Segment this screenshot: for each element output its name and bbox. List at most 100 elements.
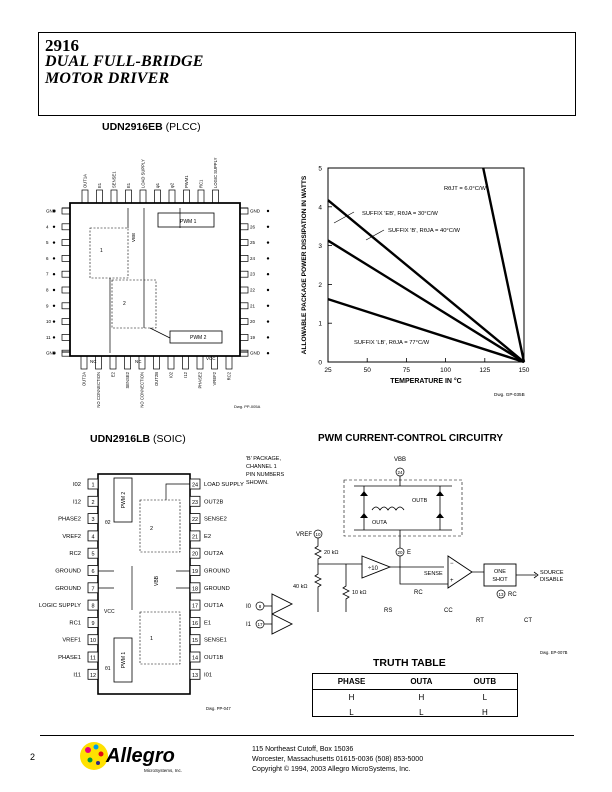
plcc-right-pin xyxy=(239,349,249,357)
pwm-dwg: Dwg. EP-007B xyxy=(540,650,568,655)
soic-right-pin xyxy=(189,616,201,628)
plcc-top-pin-label: E1 xyxy=(126,182,131,188)
plcc-top-pin-label: OUT1A xyxy=(83,174,88,188)
soic-bridge2 xyxy=(139,499,181,553)
soic-right-pin-num: 20 xyxy=(192,552,198,558)
soic-left-pin-num: 5 xyxy=(91,552,94,558)
pin-num: 8 xyxy=(259,604,262,609)
rt-label: RT xyxy=(476,618,484,624)
plcc-right-pin-label: 25 xyxy=(250,240,256,245)
plcc-top-pin-label: φ2 xyxy=(170,182,175,188)
plcc-right-pin xyxy=(239,334,249,341)
input-wires xyxy=(264,605,272,625)
soic-left-pin xyxy=(87,651,99,663)
y-axis-label: ALLOWABLE PACKAGE POWER DISSIPATION IN W… xyxy=(301,175,308,354)
plcc-right-pin-label: 20 xyxy=(250,319,256,324)
pin-num: 13 xyxy=(498,592,504,597)
soic-right-label: LOAD SUPPLY xyxy=(204,482,244,488)
cc-label: CC xyxy=(444,608,453,614)
plcc-left-pin-dot xyxy=(52,320,56,323)
chart-annotation: SUFFIX 'LB', RθJA = 77°C/W xyxy=(354,340,430,346)
x-tick-label: 150 xyxy=(519,367,530,374)
svg-text:2: 2 xyxy=(123,301,126,307)
rc-r-label: RC xyxy=(414,590,423,596)
soic-left-pin xyxy=(87,634,99,646)
logo-sub: MicroSystems, Inc. xyxy=(144,768,182,773)
plcc-right-pin-dot xyxy=(266,320,270,323)
motor-coil xyxy=(371,506,405,511)
soic-left-label: RC2 xyxy=(69,551,81,557)
soic-left-pin-num: 6 xyxy=(91,569,94,575)
plcc-left-pin xyxy=(61,255,71,262)
soic-left-pin-num: 9 xyxy=(91,621,94,627)
outa-label: OUTA xyxy=(372,520,387,526)
soic-left-pin-num: 4 xyxy=(91,534,94,540)
address-line1: 115 Northeast Cutoff, Box 15036 xyxy=(252,746,354,753)
soic-left-label: LOGIC SUPPLY xyxy=(39,603,81,609)
soic-pwm2-box xyxy=(113,477,133,523)
soic-dwg: Dwg. PP-047 xyxy=(206,706,231,711)
y-tick-label: 3 xyxy=(318,243,322,250)
plcc-bottom-pin xyxy=(124,355,131,370)
plcc-right-pin-label: GND xyxy=(250,351,261,356)
soic-right-label: OUT2A xyxy=(204,551,223,557)
plcc-top-pin xyxy=(212,189,219,204)
address-line2: Worcester, Massachusetts 01615-0036 (508… xyxy=(252,756,424,763)
plcc-nc1: NC xyxy=(90,359,97,364)
soic-right-label: SENSE1 xyxy=(204,638,227,644)
wires-10k xyxy=(318,563,362,612)
soic-vbb: VBB xyxy=(154,575,160,586)
plcc-right-pin xyxy=(239,239,249,246)
plcc-left-pin-dot xyxy=(52,304,56,307)
series-line xyxy=(482,167,526,363)
bridge-box xyxy=(343,479,463,537)
plcc-right-pin-dot xyxy=(266,304,270,307)
e-label: E xyxy=(407,550,411,556)
allegro-logo: Allegro MicroSystems, Inc. xyxy=(80,742,182,773)
i1-label: I1 xyxy=(246,622,252,628)
plcc-top-pin-label: LOAD SUPPLY xyxy=(141,159,146,188)
soic-left-label: VREF2 xyxy=(62,534,81,540)
soic-left-pin-num: 12 xyxy=(90,673,96,679)
part-number: 2916 xyxy=(45,36,79,55)
plcc-left-pin-label: 4 xyxy=(46,224,49,229)
plcc-top-pin-label: PWM1 xyxy=(184,175,189,188)
plcc-top-pin xyxy=(168,189,176,204)
truth-cell: H xyxy=(481,708,488,717)
ct-label: CT xyxy=(524,618,532,624)
soic-right-label: OUT2B xyxy=(204,499,223,505)
source-disable-label: DISABLE xyxy=(540,577,564,583)
soic-right-pin-num: 19 xyxy=(192,569,198,575)
y-tick-label: 5 xyxy=(318,166,322,173)
plcc-bottom-pin xyxy=(225,355,233,370)
plcc-right-pin-label: 23 xyxy=(250,272,256,277)
plcc-right-pin xyxy=(239,270,249,278)
rc-label: RC xyxy=(508,592,517,598)
soic-right-pin xyxy=(189,530,201,542)
plcc-top-pin xyxy=(81,189,89,204)
soic-right-pin xyxy=(189,565,201,576)
soic-right-pin-num: 13 xyxy=(192,673,198,679)
soic-left-pin xyxy=(87,513,99,524)
soic-pkg: (SOIC) xyxy=(153,433,186,445)
one-shot-wires xyxy=(472,571,536,576)
divider-resistors xyxy=(314,538,322,612)
soic-theta2: θ2 xyxy=(105,520,111,526)
plcc-right-pin xyxy=(239,255,249,262)
plcc-part: UDN2916EB xyxy=(102,121,163,133)
plcc-right-pin-dot xyxy=(266,257,270,260)
plcc-right-pin xyxy=(239,318,249,325)
pwm-vbb: VBB xyxy=(394,457,406,463)
input-buffers xyxy=(271,593,294,635)
soic-right-pin-num: 24 xyxy=(192,483,198,489)
soic-left-pin xyxy=(87,530,99,542)
plcc-top-pin xyxy=(125,189,132,204)
vref-label: VREF xyxy=(296,532,312,538)
title-line2: MOTOR DRIVER xyxy=(45,70,170,87)
soic-left-pin-num: 7 xyxy=(91,586,94,592)
plcc-left-pin-dot xyxy=(52,241,56,244)
plcc-left-pin-label: 9 xyxy=(46,303,49,308)
soic-right-pin xyxy=(189,495,201,507)
